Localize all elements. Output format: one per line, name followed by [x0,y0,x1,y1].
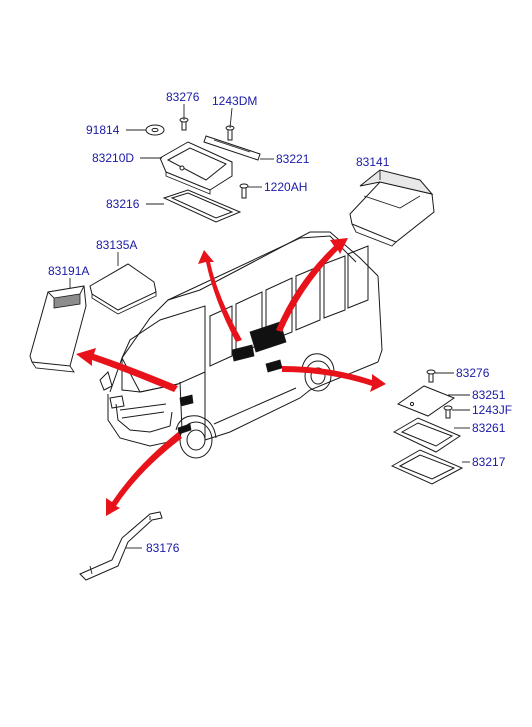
cover-83141 [349,169,435,247]
leader-lines [69,104,470,549]
label-83135a: 83135A [96,238,137,252]
part-labels: 83276 1243DM 91814 83210D 83221 1220AH 8… [48,90,512,555]
screw-1243dm [225,125,235,141]
top-lamp-group [145,117,261,223]
label-83251: 83251 [472,388,506,402]
floor-bracket-location [177,423,192,435]
label-83261: 83261 [472,421,506,435]
arrow-to-console [76,348,178,392]
right-lamp-group [390,369,464,485]
screw-1220ah [239,183,249,199]
label-83191a: 83191A [48,264,89,278]
screw-1243jf [443,405,453,419]
lens-83251 [396,385,456,417]
label-83217: 83217 [472,455,506,469]
front-console-location [179,394,194,407]
arrow-to-cover [276,238,348,332]
label-91814: 91814 [86,123,120,137]
arrow-to-bracket [106,432,182,516]
rear-lamp-location [265,359,283,373]
label-83176: 83176 [146,541,180,555]
headliner-location [231,344,255,362]
label-83221: 83221 [276,152,310,166]
gasket-83217 [390,449,464,485]
lamp-housing-83210d [159,141,233,195]
frame-83261 [392,417,462,453]
arrow-to-roof-lamp [198,250,242,342]
gasket-83216 [162,189,242,223]
label-83276-top: 83276 [166,90,200,104]
washer-91814 [145,124,165,136]
console-group [29,263,157,373]
arrow-to-lamp-assembly [282,366,386,392]
label-1243dm: 1243DM [212,94,257,108]
label-1220ah: 1220AH [264,180,307,194]
label-83216: 83216 [106,197,140,211]
screw-83276-right [426,369,436,383]
label-83141: 83141 [356,155,390,169]
label-83210d: 83210D [92,151,134,165]
bracket-83176 [79,511,163,581]
label-1243jf: 1243JF [472,403,512,417]
label-83276-right: 83276 [456,366,490,380]
callout-arrows [76,238,386,516]
van-illustration [99,231,383,459]
strip-83221 [203,135,261,161]
